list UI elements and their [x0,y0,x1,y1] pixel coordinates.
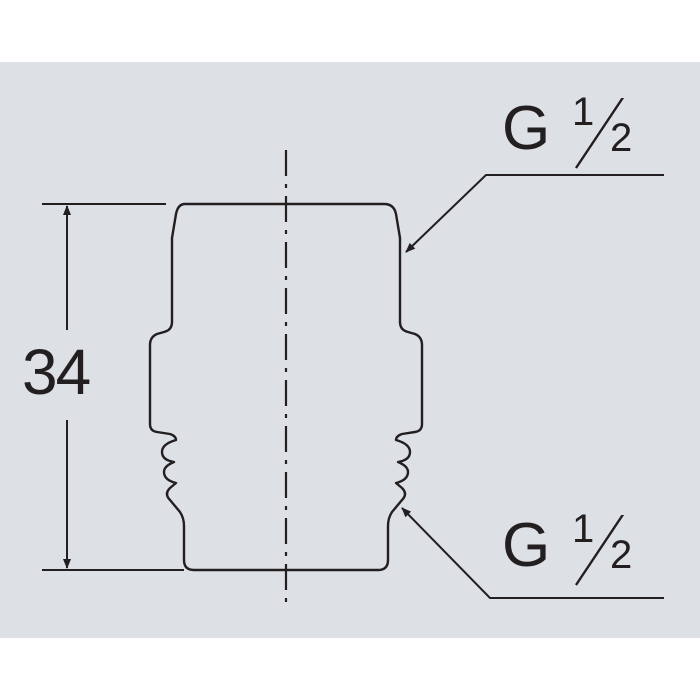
fraction: 1 2 [570,509,650,595]
thread-letter: G [502,94,551,163]
fraction-numerator: 1 [572,507,595,551]
fraction-numerator: 1 [572,90,595,134]
fraction-slash [575,515,625,586]
thread-label-bottom: G 1 2 [502,509,652,595]
fraction-slash [575,98,625,169]
thread-label-top: G 1 2 [502,92,652,178]
thread-letter: G [502,511,551,580]
leader-line-bottom [401,507,664,599]
fitting-outline [148,202,424,572]
fraction-denominator: 2 [610,116,633,160]
leader-line-top [405,174,664,253]
fraction-denominator: 2 [610,533,633,577]
fraction: 1 2 [570,92,650,178]
dimension-label: 34 [22,336,91,408]
